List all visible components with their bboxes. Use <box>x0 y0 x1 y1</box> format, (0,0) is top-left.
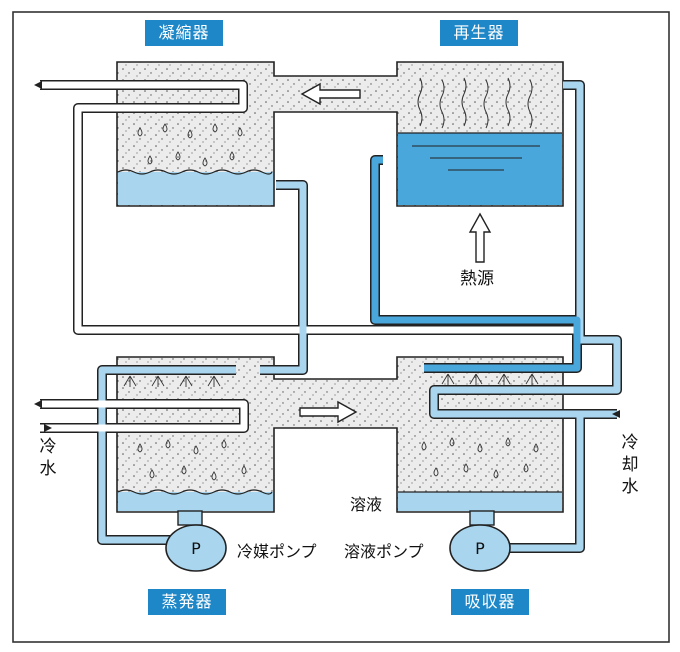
regenerator-solution-pipe <box>371 156 581 372</box>
chilled-out-arrow-icon <box>34 400 42 408</box>
spray-nozzles <box>123 373 539 387</box>
lower-vessel <box>116 356 564 513</box>
regenerator-liquid <box>398 132 562 205</box>
refrigerant-pump-loop <box>98 366 236 544</box>
refrigerant-pump-label: 冷媒ポンプ <box>237 542 317 561</box>
vapor-wisps <box>417 77 533 129</box>
edge-arrows <box>34 81 620 432</box>
heat-arrow-up-icon <box>468 212 492 263</box>
refrigerant-pump-symbol: P <box>191 539 201 558</box>
condensate-liquid <box>118 172 273 205</box>
droplets <box>137 123 539 481</box>
flow-arrow-right-icon <box>299 400 358 424</box>
absorber-label: 吸収器 <box>451 589 529 615</box>
pipes-fill <box>40 81 621 552</box>
regenerator-label: 再生器 <box>440 20 518 46</box>
cooling-out-arrow-icon <box>34 81 42 89</box>
absorber-solution <box>398 492 562 511</box>
chilled-in-arrow-icon <box>44 424 52 432</box>
solution-pump-label: 溶液ポンプ <box>344 542 424 561</box>
solution-pump-pipe <box>500 414 584 552</box>
cooling-water-label: 冷却水 <box>621 433 639 497</box>
evaporator-label: 蒸発器 <box>148 589 226 615</box>
solution-label: 溶液 <box>350 495 383 514</box>
chilled-water-label: 冷水 <box>39 437 57 479</box>
pump-icon <box>165 524 227 572</box>
cooling-water-pipe <box>430 81 621 418</box>
condensate-pipe-outline <box>260 180 308 375</box>
flow-arrow-left-icon <box>300 82 361 106</box>
cooling-in-arrow-icon <box>612 410 620 418</box>
outer-frame <box>12 11 670 643</box>
solution-pump-symbol: P <box>475 539 485 558</box>
condenser-label: 凝縮器 <box>145 20 223 46</box>
pump-icon <box>449 524 511 572</box>
solution-pump <box>449 510 511 572</box>
heat-source-label: 熱源 <box>460 269 494 289</box>
condensate-pipe <box>260 181 307 374</box>
cooling-water-crossover <box>40 81 578 334</box>
chilled-water-pipe <box>40 400 248 432</box>
refrigerant-pump <box>165 510 227 572</box>
evaporator-liquid <box>118 492 273 511</box>
